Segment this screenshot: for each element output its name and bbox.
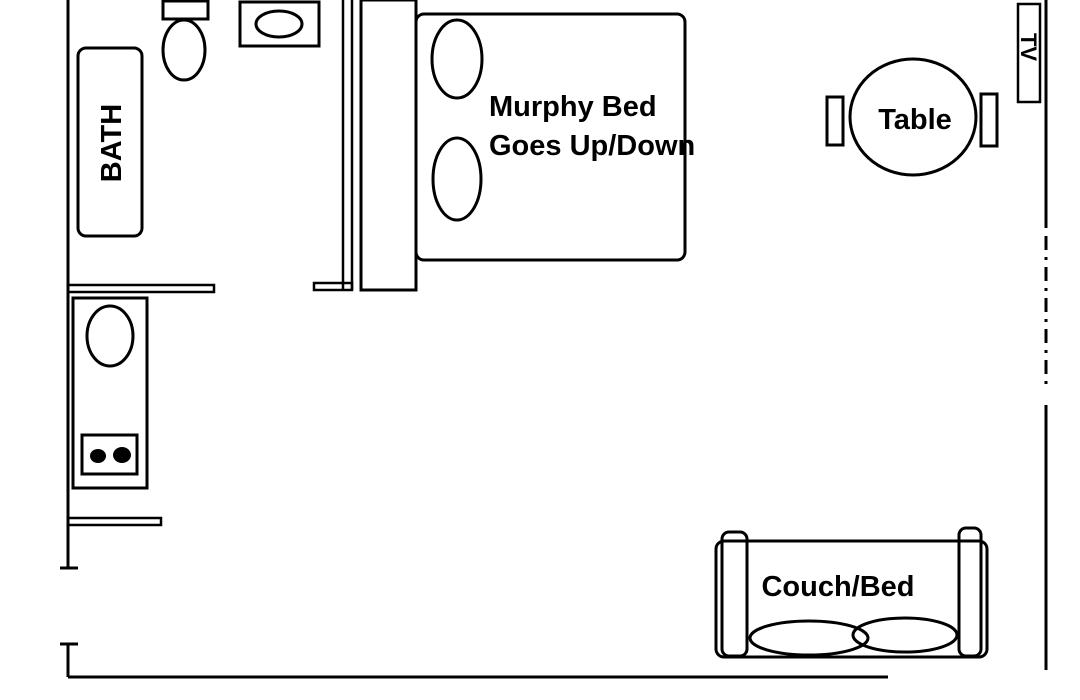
couch-bed-label: Couch/Bed (761, 571, 914, 603)
kitchen-sink (85, 304, 135, 368)
murphy-bed-label-line1: Murphy Bed (489, 91, 657, 123)
tv-unit (1016, 2, 1042, 104)
kitchenette (66, 296, 163, 527)
bath-bottom-wall (66, 283, 216, 294)
chair-right (979, 92, 999, 148)
cooktop (80, 433, 139, 476)
murphy-bed-label-line2: Goes Up/Down (489, 130, 695, 162)
sink-counter (238, 0, 321, 48)
couch-arm-left (720, 530, 749, 658)
dining-table: Table (825, 57, 999, 177)
toilet-bowl (161, 18, 207, 82)
couch-base (714, 539, 989, 659)
couch-arm-right (957, 526, 983, 658)
tv-label: TV (1016, 33, 1041, 61)
cooktop-burner-left (90, 449, 106, 463)
bath-wall-foot (312, 281, 354, 292)
murphy-bed-pillow-top (430, 18, 484, 100)
toilet-tank (161, 0, 210, 21)
kitchen-bottom-wall (66, 516, 163, 527)
bathroom: BATH (66, 0, 354, 294)
murphy-bed-cabinet (359, 0, 418, 292)
couch-cushion-left (748, 619, 870, 657)
bathtub (76, 46, 144, 238)
table-top (848, 57, 978, 177)
tv: TV (1016, 2, 1042, 104)
murphy-bed: Murphy Bed Goes Up/Down (359, 0, 695, 292)
murphy-bed-pillow-bottom (431, 136, 483, 222)
bath-label: BATH (96, 104, 128, 182)
table-label: Table (878, 104, 952, 136)
kitchen-counter (71, 296, 149, 490)
chair-left (825, 95, 845, 147)
murphy-bed-mattress (414, 12, 687, 262)
couch-cushion-right (851, 616, 959, 654)
cooktop-burner-right (113, 447, 131, 463)
sink-basin (254, 9, 304, 39)
couch-bed: Couch/Bed (714, 526, 989, 659)
